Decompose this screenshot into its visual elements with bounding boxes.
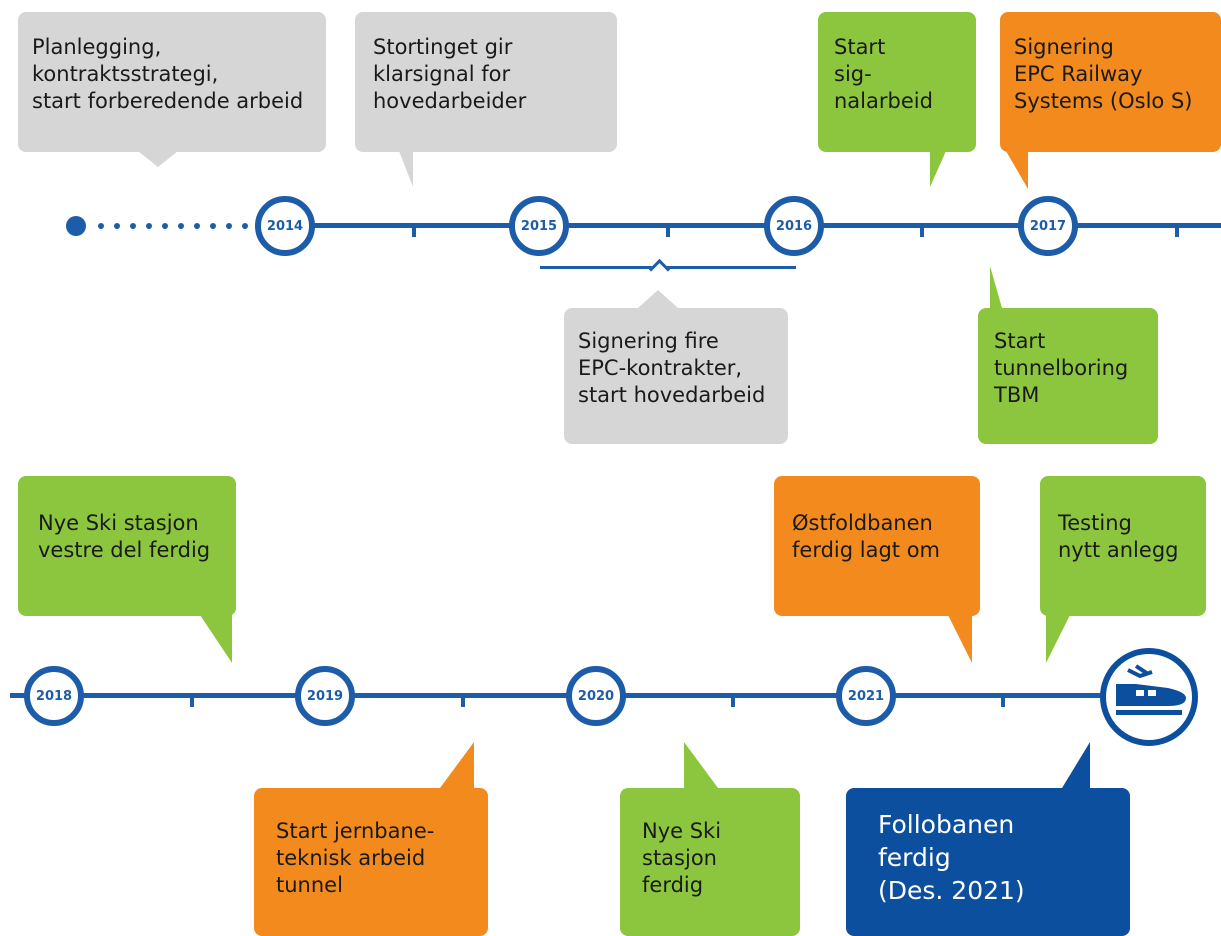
timeline-tick — [190, 695, 194, 707]
event-pointer — [684, 742, 718, 788]
train-icon — [1100, 648, 1198, 746]
timeline-dot — [178, 223, 184, 229]
year-marker: 2018 — [24, 666, 84, 726]
event-epc-railway: Signering EPC Railway Systems (Oslo S) — [1000, 12, 1221, 152]
timeline-start-dot — [66, 216, 86, 236]
year-marker: 2021 — [836, 666, 896, 726]
event-rail-tech: Start jernbane- teknisk arbeid tunnel — [254, 788, 488, 936]
train-icon-graphic — [1116, 664, 1186, 715]
year-marker: 2015 — [509, 196, 569, 256]
timeline-dot — [226, 223, 232, 229]
event-ski-done: Nye Ski stasjon ferdig — [620, 788, 800, 936]
event-pointer — [990, 266, 1024, 308]
timeline-dot — [162, 223, 168, 229]
timeline-tick — [920, 225, 924, 237]
timeline-dot — [210, 223, 216, 229]
event-pointer — [638, 290, 678, 308]
timeline-dot — [242, 223, 248, 229]
event-planning: Planlegging, kontraktsstrategi, start fo… — [18, 12, 326, 152]
year-marker: 2016 — [764, 196, 824, 256]
event-epc-four: Signering fire EPC-kontrakter, start hov… — [564, 308, 788, 444]
event-pointer — [930, 151, 962, 187]
event-tbm: Start tunnelboring TBM — [978, 308, 1158, 444]
event-pointer — [948, 615, 972, 663]
timeline-tick — [1175, 225, 1179, 237]
event-pointer — [1062, 742, 1090, 788]
timeline-line-row1 — [256, 223, 1221, 228]
timeline-line-row2 — [10, 693, 1120, 698]
year-marker: 2019 — [295, 666, 355, 726]
timeline-dot — [146, 223, 152, 229]
timeline-dot — [130, 223, 136, 229]
event-ski-west: Nye Ski stasjon vestre del ferdig — [18, 476, 236, 616]
timeline-dot — [114, 223, 120, 229]
event-pointer — [440, 742, 474, 788]
timeline-tick — [731, 695, 735, 707]
timeline-tick — [461, 695, 465, 707]
event-pointer — [385, 151, 413, 187]
event-pointer — [200, 615, 232, 663]
timeline-dot — [194, 223, 200, 229]
event-testing: Testing nytt anlegg — [1040, 476, 1206, 616]
event-follobanen: Follobanen ferdig (Des. 2021) — [846, 788, 1130, 936]
year-marker: 2017 — [1018, 196, 1078, 256]
event-storting: Stortinget gir klarsignal for hovedarbei… — [355, 12, 617, 152]
event-ostfold: Østfoldbanen ferdig lagt om — [774, 476, 980, 616]
event-pointer — [1046, 615, 1070, 663]
event-pointer — [138, 151, 178, 167]
event-pointer — [992, 151, 1028, 189]
timeline-tick — [412, 225, 416, 237]
timeline-tick — [1001, 695, 1005, 707]
timeline-tick — [666, 225, 670, 237]
event-signal-work: Start sig- nalarbeid — [818, 12, 976, 152]
period-brace-peak — [648, 258, 671, 281]
year-marker: 2014 — [255, 196, 315, 256]
timeline-dot — [98, 223, 104, 229]
year-marker: 2020 — [566, 666, 626, 726]
